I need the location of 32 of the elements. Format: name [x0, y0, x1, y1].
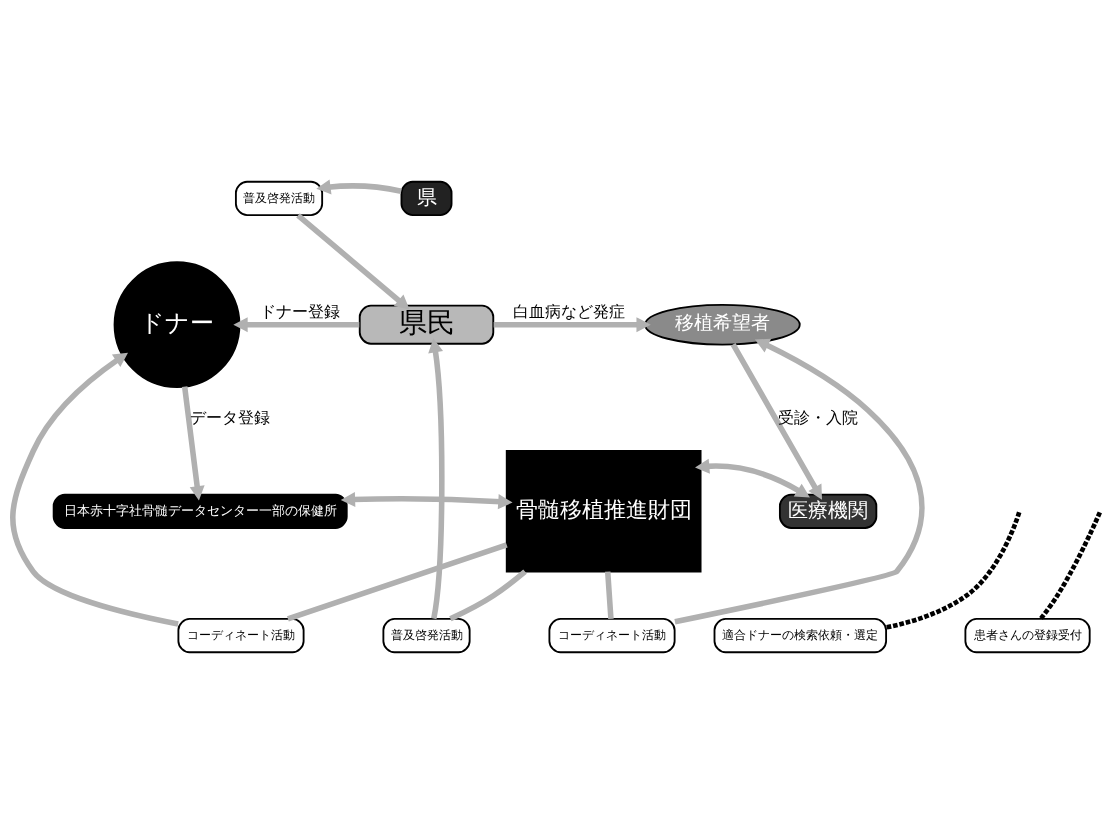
arrow — [730, 342, 823, 500]
edge-label: データ登録 — [190, 407, 271, 427]
arrow — [428, 337, 445, 619]
node-box: 県 — [400, 180, 453, 216]
arrow — [340, 491, 513, 509]
arrow — [695, 458, 810, 498]
connector — [287, 541, 508, 621]
node-box: 普及啓発活動 — [234, 180, 324, 216]
arrow — [233, 316, 360, 332]
node-box: 普及啓発活動 — [382, 617, 471, 653]
arrow — [316, 179, 402, 194]
node-box: コーディネート活動 — [177, 617, 305, 653]
node-ellipse: 移植希望者 — [644, 303, 801, 345]
connector — [1038, 510, 1102, 620]
node-box: 適合ドナーの検索依頼・選定 — [713, 617, 888, 653]
node-box: 医療機関 — [778, 493, 878, 529]
arrow — [181, 385, 205, 500]
connector — [449, 569, 527, 621]
edge-label: 白血病など発症 — [513, 301, 626, 321]
node-box: 骨髄移植推進財団 — [505, 449, 702, 573]
connector — [885, 511, 1022, 630]
arrow — [493, 316, 651, 332]
arrow — [296, 212, 410, 309]
node-box: 県民 — [358, 304, 495, 345]
node-box: 日本赤十字社骨髄データセンター一部の保健所 — [52, 493, 348, 529]
edge-label: 受診・入院 — [778, 407, 859, 427]
arrow — [10, 352, 179, 627]
arrow — [674, 338, 925, 624]
node-box: 患者さんの登録受付 — [964, 617, 1091, 653]
connector — [604, 570, 614, 619]
node-box: コーディネート活動 — [548, 617, 676, 653]
edge-label: ドナー登録 — [259, 301, 340, 321]
